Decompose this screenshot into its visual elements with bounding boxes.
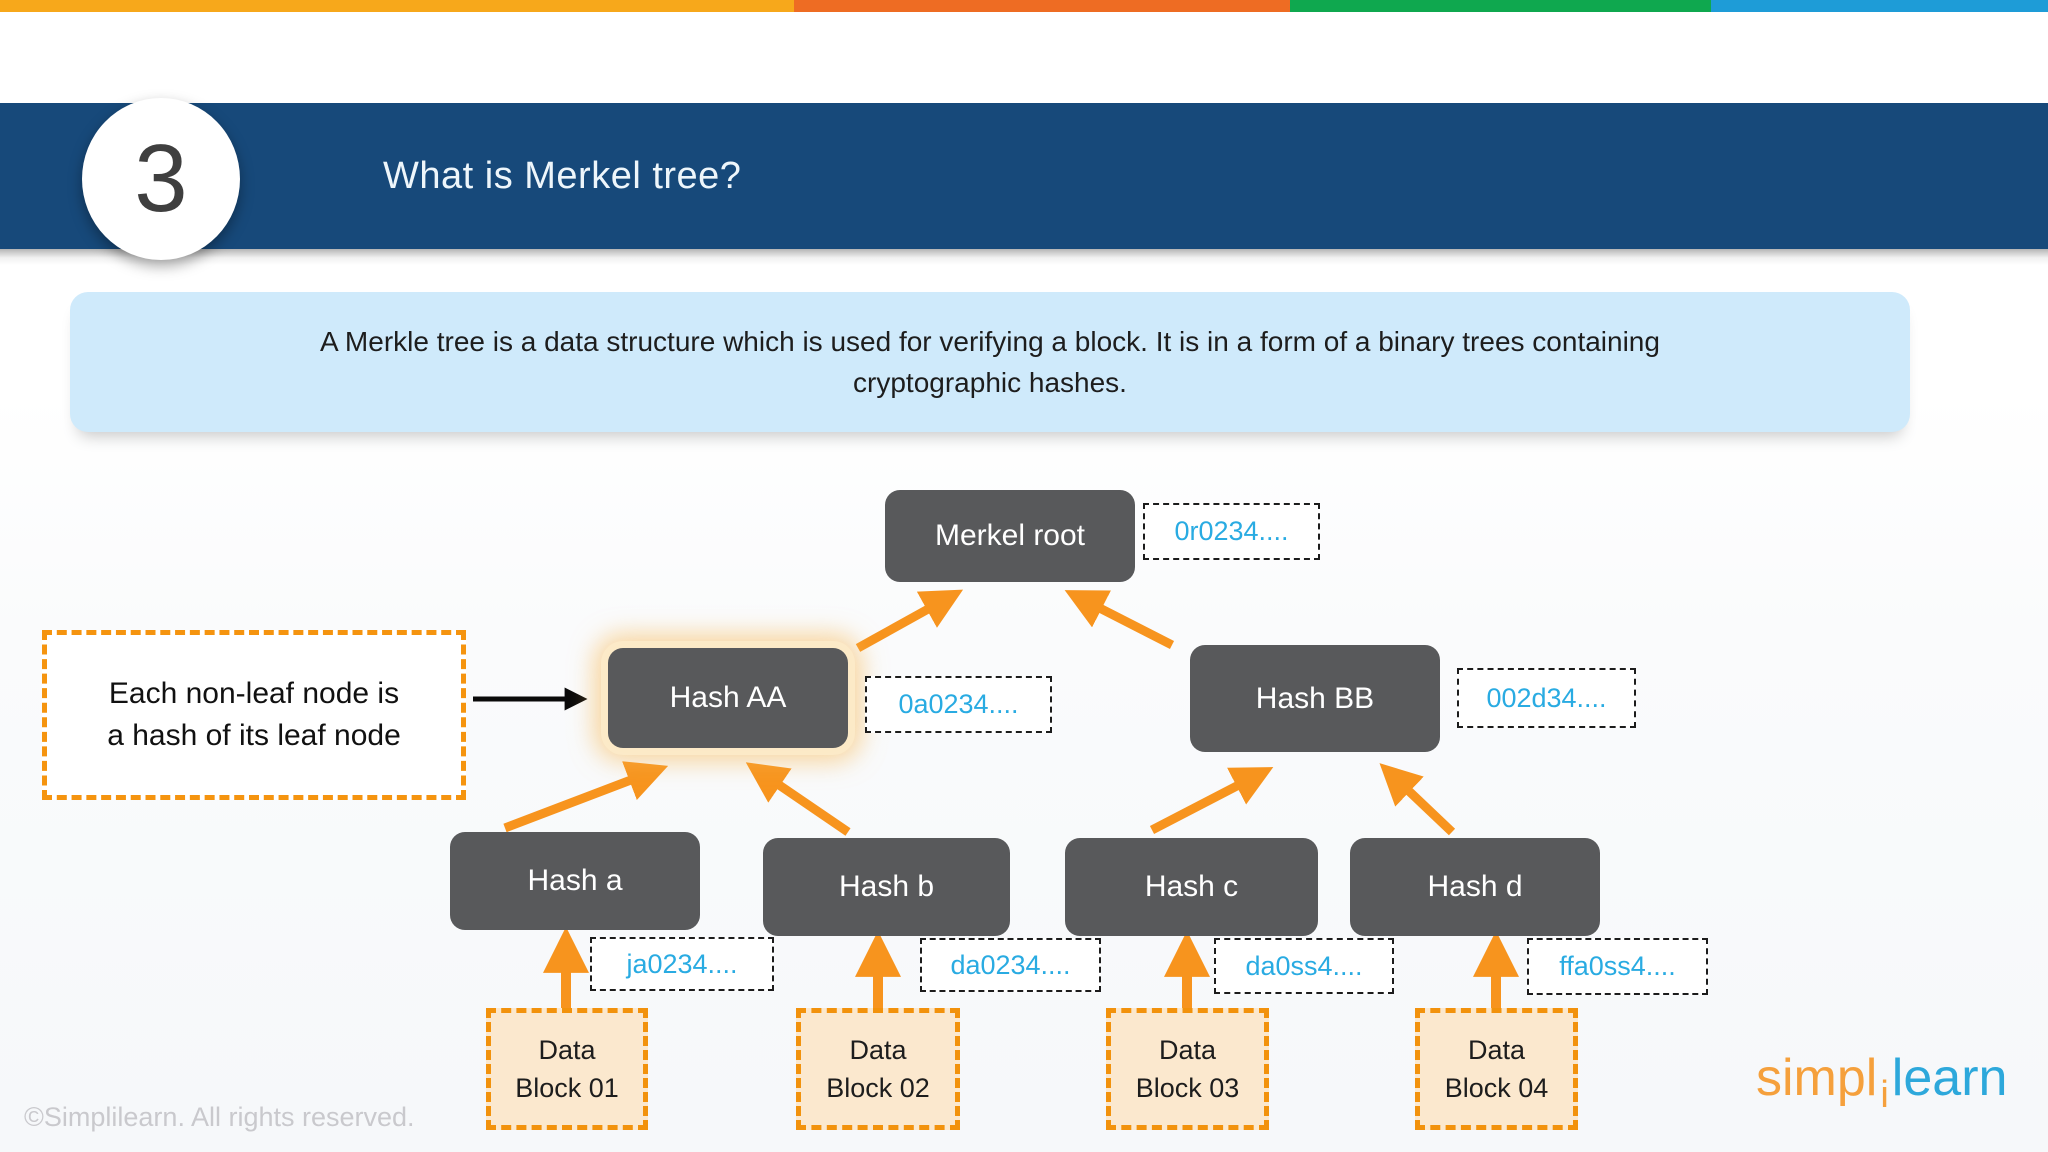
data-block-04-line1: Data bbox=[1467, 1035, 1526, 1065]
node-hash-aa: Hash AA bbox=[608, 648, 848, 748]
stripe-green bbox=[1290, 0, 1711, 12]
page-title: What is Merkel tree? bbox=[383, 154, 742, 197]
arrow-hasha-to-hashAA bbox=[503, 761, 669, 833]
hash-value-d: ffa0ss4.... bbox=[1527, 938, 1708, 995]
data-block-01-line1: Data bbox=[538, 1035, 596, 1065]
data-block-04: Data Block 04 bbox=[1415, 1008, 1578, 1130]
arrow-hashc-to-hashBB bbox=[1149, 767, 1274, 834]
node-merkel-root-label: Merkel root bbox=[934, 519, 1086, 552]
data-block-03-line1: Data bbox=[1158, 1035, 1217, 1065]
node-hash-c: Hash c bbox=[1065, 838, 1318, 936]
node-hash-b-label: Hash b bbox=[838, 870, 935, 903]
data-block-02-line1: Data bbox=[849, 1035, 907, 1065]
logo-part-simpl: simpl bbox=[1756, 1049, 1878, 1107]
description-line-1: A Merkle tree is a data structure which … bbox=[320, 326, 1660, 357]
hash-value-c: da0ss4.... bbox=[1214, 938, 1394, 994]
stripe-blue bbox=[1711, 0, 2048, 12]
callout-line-1: Each non-leaf node is bbox=[108, 677, 400, 710]
arrow-hashb-to-hashAA bbox=[745, 762, 851, 836]
data-block-02-line2: Block 02 bbox=[826, 1073, 930, 1103]
callout-box: Each non-leaf node is a hash of its leaf… bbox=[42, 630, 466, 800]
hash-value-root: 0r0234.... bbox=[1143, 503, 1320, 560]
node-hash-aa-label: Hash AA bbox=[669, 681, 787, 714]
node-hash-b: Hash b bbox=[763, 838, 1010, 936]
node-hash-d-label: Hash d bbox=[1427, 870, 1523, 903]
data-block-03-line2: Block 03 bbox=[1135, 1073, 1240, 1103]
node-hash-a-label: Hash a bbox=[527, 864, 623, 897]
data-block-01: Data Block 01 bbox=[486, 1008, 648, 1130]
data-block-01-line2: Block 01 bbox=[515, 1073, 619, 1103]
description-box: A Merkle tree is a data structure which … bbox=[70, 292, 1910, 432]
hash-value-aa: 0a0234.... bbox=[865, 676, 1052, 733]
arrow-hashAA-to-root bbox=[855, 589, 964, 652]
data-block-04-line2: Block 04 bbox=[1444, 1073, 1549, 1103]
arrow-hashd-to-hashBB bbox=[1379, 763, 1456, 836]
title-band bbox=[0, 103, 2048, 249]
data-block-02: Data Block 02 bbox=[796, 1008, 960, 1130]
arrow-hashBB-to-root bbox=[1064, 590, 1175, 650]
copyright-text: ©Simplilearn. All rights reserved. bbox=[24, 1102, 415, 1132]
stripe-amber bbox=[0, 0, 794, 12]
simplilearn-logo: simplilearn bbox=[1756, 1048, 2008, 1116]
top-stripes bbox=[0, 0, 2048, 12]
slide-number: 3 bbox=[134, 125, 188, 232]
stripe-orange bbox=[794, 0, 1290, 12]
hash-value-bb: 002d34.... bbox=[1457, 668, 1636, 728]
logo-part-i: i bbox=[1880, 1074, 1889, 1116]
node-hash-d: Hash d bbox=[1350, 838, 1600, 936]
hash-value-a: ja0234.... bbox=[590, 937, 774, 991]
node-hash-a: Hash a bbox=[450, 832, 700, 930]
node-hash-bb: Hash BB bbox=[1190, 645, 1440, 752]
title-band-shadow bbox=[0, 249, 2048, 265]
logo-part-learn: learn bbox=[1891, 1049, 2008, 1107]
node-hash-bb-label: Hash BB bbox=[1255, 681, 1375, 715]
hash-value-b: da0234.... bbox=[920, 938, 1101, 992]
node-hash-c-label: Hash c bbox=[1144, 870, 1239, 903]
callout-line-2: a hash of its leaf node bbox=[107, 719, 401, 752]
slide-number-badge: 3 bbox=[82, 98, 240, 260]
node-merkel-root: Merkel root bbox=[885, 490, 1135, 582]
data-block-03: Data Block 03 bbox=[1106, 1008, 1269, 1130]
description-line-2: cryptographic hashes. bbox=[853, 367, 1127, 398]
